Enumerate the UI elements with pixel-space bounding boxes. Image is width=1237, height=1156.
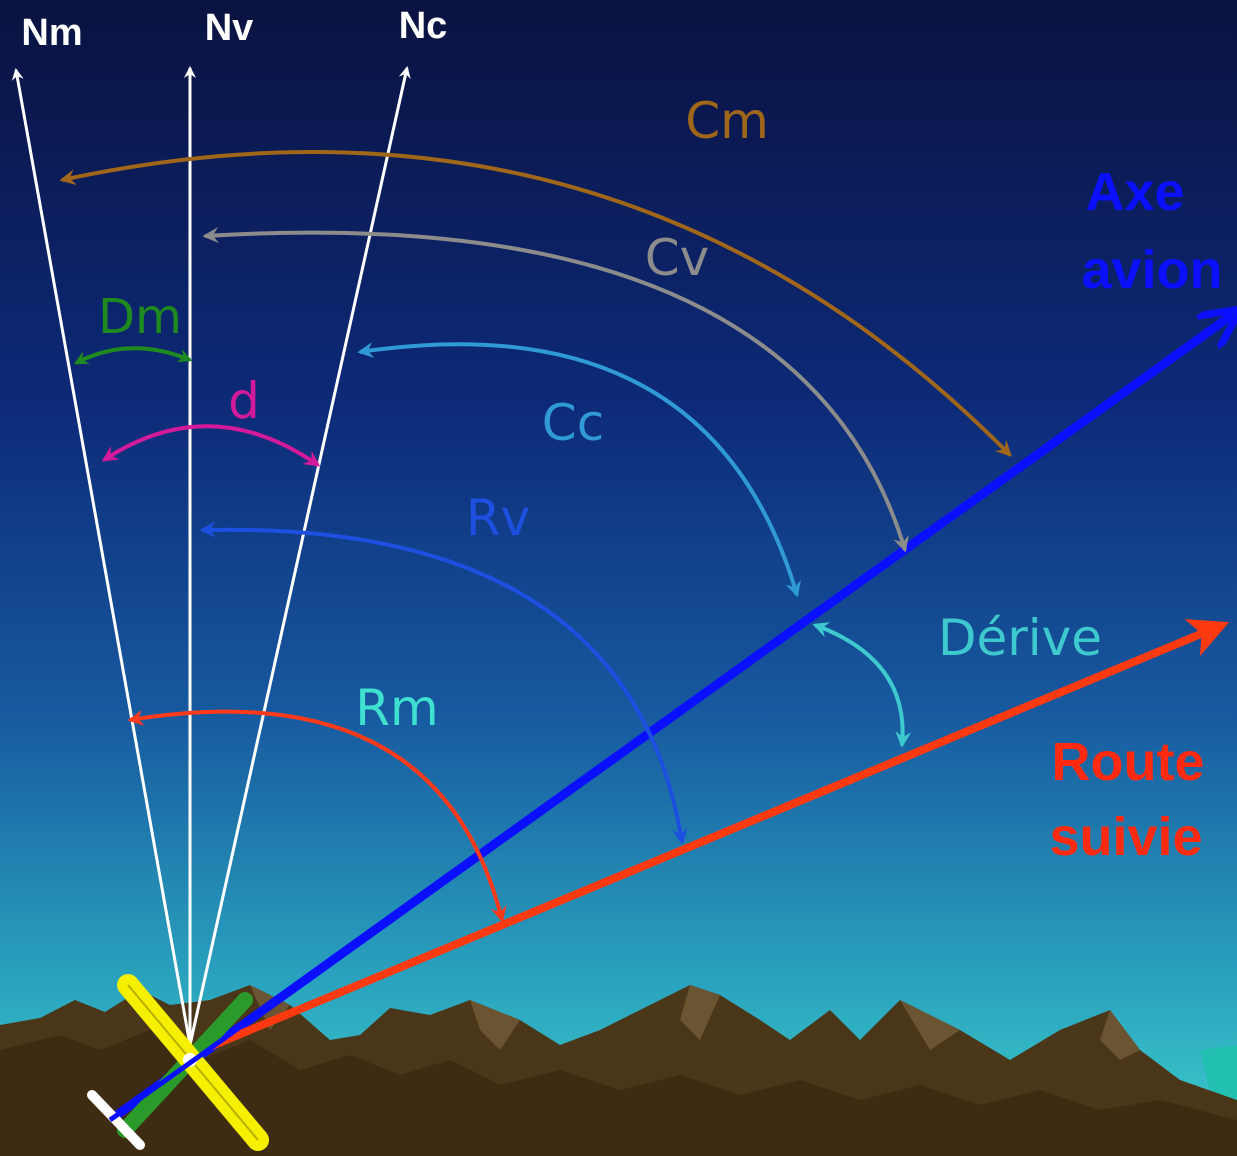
nc-label: Nc (399, 5, 448, 47)
cv-arc (202, 227, 909, 553)
rm-arc (127, 709, 507, 923)
rv-arc (199, 521, 688, 845)
cm-label: Cm (685, 92, 769, 150)
d-label: d (228, 372, 260, 430)
mountain-range (0, 985, 1237, 1156)
rv-label: Rv (466, 489, 530, 547)
cv-label: Cv (645, 229, 710, 287)
cc-arc (357, 342, 801, 598)
nm-label: Nm (21, 12, 82, 54)
rm-label: Rm (355, 679, 438, 737)
derive-label: Dérive (938, 609, 1102, 667)
nv-label: Nv (205, 7, 254, 49)
axe-label: Axe (1085, 162, 1184, 222)
d-arc (101, 424, 321, 467)
dm-arc (73, 346, 193, 365)
route-suivie-line (188, 619, 1230, 1059)
dm-label: Dm (98, 289, 182, 345)
derive-arc (812, 622, 912, 748)
airplane-icon (87, 974, 269, 1151)
cc-label: Cc (542, 394, 604, 452)
avion-label: avion (1081, 240, 1222, 300)
suivie-label: suivie (1049, 807, 1202, 867)
route-label: Route (1052, 732, 1205, 792)
